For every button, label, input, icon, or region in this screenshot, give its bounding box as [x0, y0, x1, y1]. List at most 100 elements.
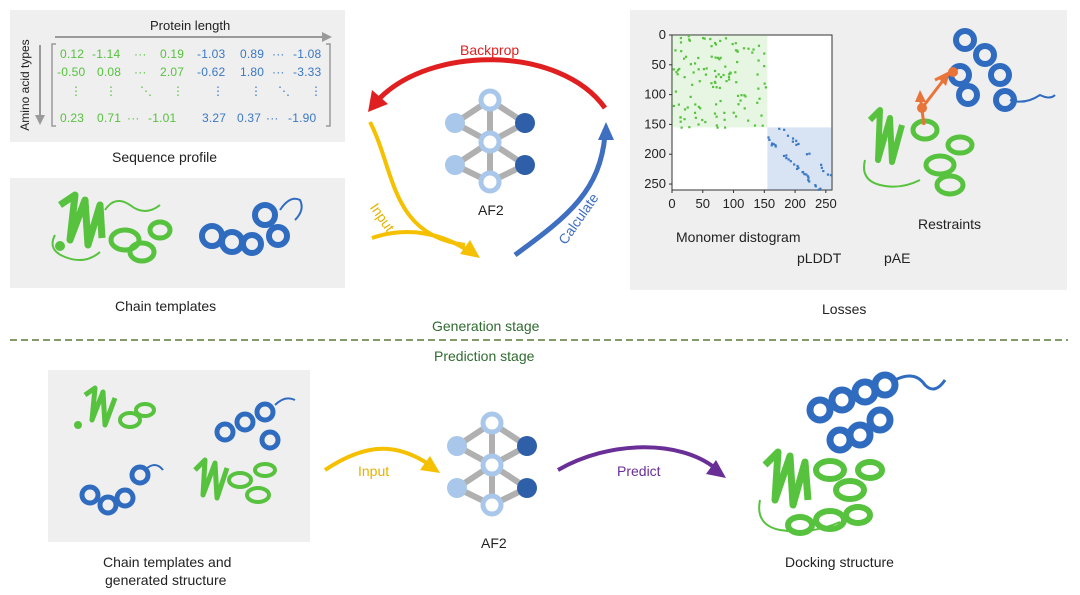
distogram-contact-point: [715, 124, 718, 127]
distogram-contact-point: [672, 104, 676, 108]
distogram-contact-point: [687, 35, 690, 38]
distogram-contact-point: [724, 65, 727, 68]
distogram-contact-point: [785, 154, 788, 157]
distogram-contact-point: [688, 126, 691, 129]
distogram-contact-point: [674, 49, 677, 52]
distogram-contact-point: [796, 164, 799, 168]
matrix-cell: ···: [134, 65, 147, 79]
distogram-contact-point: [734, 42, 737, 45]
distogram-contact-point: [820, 163, 823, 166]
matrix-cell: -0.50: [57, 65, 86, 79]
calculate-arrow: [513, 122, 614, 258]
backprop-arrow: [368, 57, 608, 112]
distogram-contact-point: [714, 43, 718, 46]
distogram-contact-point: [675, 70, 678, 74]
distogram-block-2: [767, 127, 832, 190]
docking-blue-protein: [806, 371, 947, 454]
distogram-contact-point: [713, 80, 717, 84]
restraints-label: Restraints: [918, 216, 982, 232]
matrix-cell: 0.71: [97, 111, 122, 125]
matrix-cell: 0.08: [97, 65, 122, 79]
distogram-contact-point: [751, 51, 754, 54]
distogram-contact-point: [728, 72, 731, 76]
distogram-contact-point: [718, 86, 721, 90]
distogram-contact-point: [819, 187, 822, 190]
chain-templates-caption: Chain templates: [115, 298, 217, 314]
distogram-contact-point: [747, 119, 750, 122]
distogram-contact-point: [791, 137, 795, 140]
distogram-contact-point: [807, 178, 810, 182]
distogram-contact-point: [787, 158, 790, 161]
matrix-cell: 0.19: [160, 47, 185, 61]
distogram-contact-point: [714, 56, 717, 59]
distogram-contact-point: [672, 68, 675, 71]
distogram-contact-point: [683, 57, 686, 60]
distogram-contact-point: [703, 37, 706, 40]
distogram-contact-point: [705, 67, 708, 70]
sequence-profile-caption: Sequence profile: [112, 149, 218, 165]
distogram-contact-point: [694, 103, 697, 106]
vertical-dots: ⋮: [70, 84, 83, 98]
distogram-contact-point: [774, 144, 777, 147]
diagonal-dots: ⋱: [278, 84, 291, 98]
distogram-contact-point: [734, 115, 738, 118]
matrix-cell: 3.27: [202, 111, 227, 125]
distogram-contact-point: [757, 87, 760, 90]
distogram-contact-point: [679, 41, 683, 44]
distogram-contact-point: [715, 86, 718, 89]
input-label-bottom: Input: [358, 463, 390, 479]
restraint-green-protein: [863, 107, 975, 197]
green-protein-structure: [51, 191, 173, 264]
distogram-frame: [671, 34, 833, 191]
distogram-contact-point: [753, 124, 757, 127]
distogram-contact-point: [736, 60, 739, 64]
distogram-contact-point: [724, 37, 728, 40]
matrix-cell: 2.07: [160, 65, 185, 79]
restraint-blue-protein: [948, 28, 1056, 112]
distogram-contact-point: [723, 118, 726, 121]
distogram-contact-point: [734, 49, 738, 52]
distogram-contact-point: [710, 55, 713, 58]
plddt-label: pLDDT: [797, 250, 842, 266]
distogram-y-tick-label: 100: [644, 87, 666, 102]
distogram-contact-point: [701, 118, 704, 122]
distogram-contact-point: [808, 152, 811, 155]
distogram-contact-point: [729, 71, 732, 74]
distogram-x-tick-label: 150: [753, 196, 775, 211]
distogram-contact-point: [716, 126, 719, 129]
distogram-contact-point: [674, 90, 678, 93]
distogram-contact-point: [801, 171, 804, 174]
distogram-contact-point: [710, 82, 713, 85]
distogram-contact-point: [693, 62, 697, 65]
matrix-cell: ···: [266, 111, 279, 125]
distogram-contact-point: [718, 58, 721, 61]
bottom-templates-caption-line2: generated structure: [105, 572, 227, 588]
distogram-contact-point: [699, 107, 702, 110]
distogram-contact-point: [752, 48, 755, 51]
matrix-cell: 0.89: [240, 47, 265, 61]
distogram-contact-point: [709, 37, 712, 41]
distogram-contact-point: [732, 111, 735, 114]
distogram-contact-point: [713, 41, 717, 45]
distogram-contact-point: [806, 175, 810, 178]
predict-arrow: [557, 445, 726, 478]
distogram-contact-point: [756, 101, 759, 104]
losses-caption: Losses: [822, 301, 867, 317]
distogram-contact-point: [774, 145, 777, 148]
vertical-dots: ⋮: [250, 84, 263, 98]
distogram-contact-point: [760, 114, 763, 117]
distogram-contact-point: [679, 116, 682, 119]
distogram-contact-point: [688, 38, 691, 41]
distogram-contact-point: [719, 56, 722, 59]
distogram-contact-point: [688, 39, 692, 42]
distogram-contact-point: [713, 69, 717, 73]
af2-label-top: AF2: [478, 202, 504, 218]
diagonal-dots: ⋱: [140, 84, 153, 98]
distogram-contact-point: [803, 173, 806, 176]
distogram-contact-point: [742, 47, 746, 50]
pae-label: pAE: [884, 250, 911, 266]
distogram-contact-point: [717, 73, 720, 76]
matrix-cell: -1.03: [197, 47, 226, 61]
distogram-contact-point: [817, 188, 820, 191]
